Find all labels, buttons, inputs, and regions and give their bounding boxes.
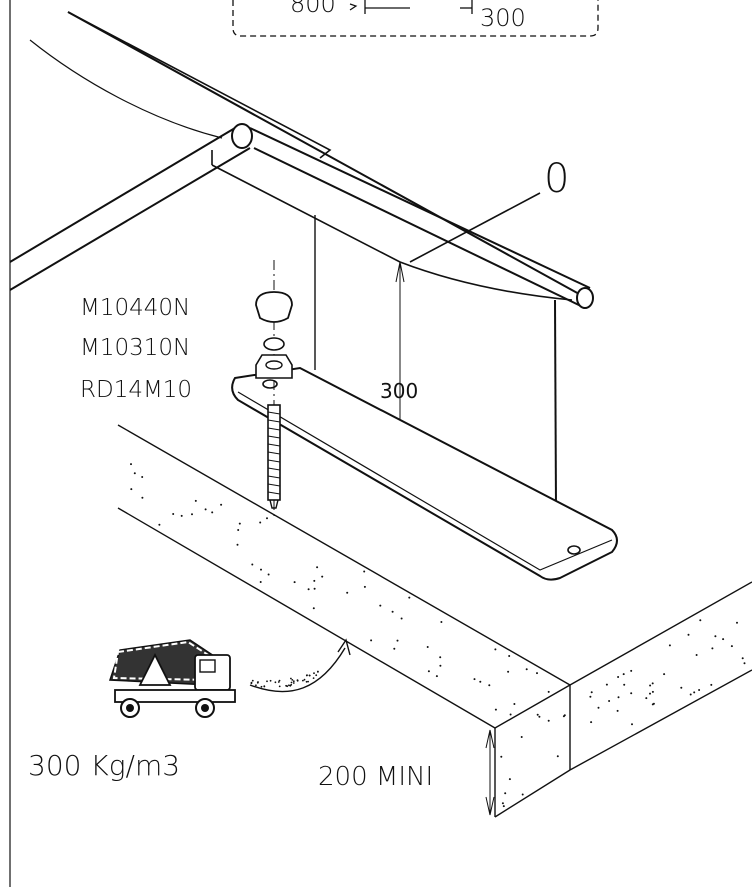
top-dim-left: 800 — [290, 0, 336, 18]
concrete-speckle — [130, 463, 746, 808]
base-plate — [231, 366, 618, 581]
density-label: 300 Kg/m3 — [28, 749, 180, 782]
top-dim-right: 300 — [480, 4, 526, 32]
anchor-bolt-assembly — [255, 260, 293, 520]
height-dimension-label: 300 — [380, 379, 418, 403]
washer — [263, 337, 285, 351]
thickness-label: 200 MINI — [318, 762, 433, 792]
part-labels: M10440N M10310N RD14M10 — [80, 295, 192, 403]
cap-nut — [255, 291, 293, 323]
top-rail — [9, 11, 594, 309]
thickness-dimension: 200 MINI — [318, 729, 495, 816]
concrete-footing — [117, 424, 752, 818]
surface-curve — [29, 39, 223, 139]
part-label-3: RD14M10 — [80, 377, 192, 403]
part-label-2: M10310N — [80, 335, 190, 361]
reference-marker: 0 — [409, 156, 569, 263]
pour-arrow — [249, 638, 351, 693]
reference-label: 0 — [544, 156, 569, 202]
top-dimension-box: 800 300 — [232, 0, 599, 37]
part-label-1: M10440N — [80, 295, 190, 321]
concrete-mixer-truck-icon — [108, 639, 236, 718]
